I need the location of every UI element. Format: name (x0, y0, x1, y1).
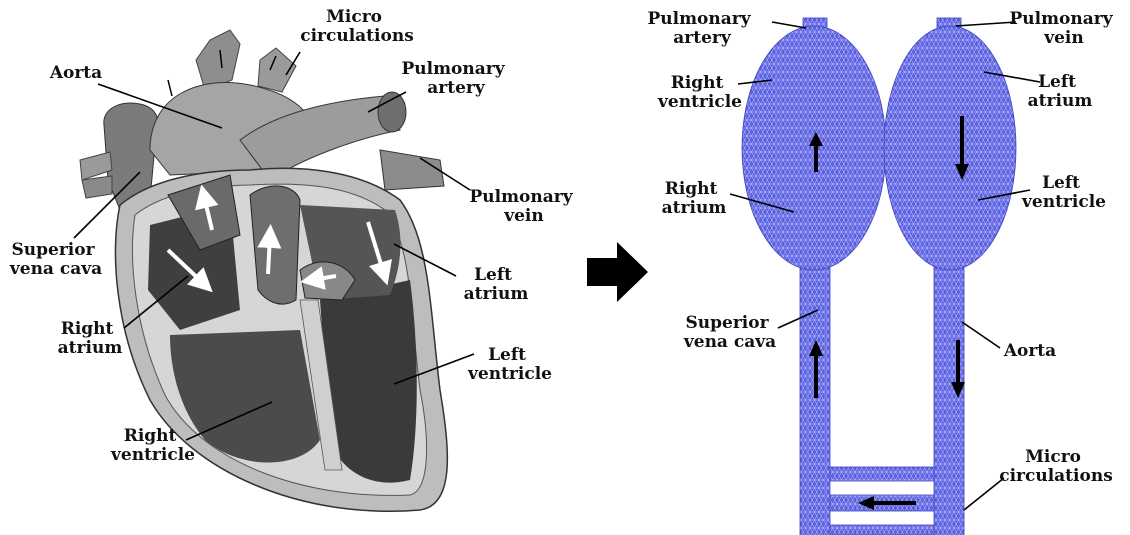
label-pulmonary-artery-1: Pulmonary (401, 59, 505, 79)
label-r-left-atrium-1: Left (1038, 72, 1076, 92)
label-pulmonary-vein-1: Pulmonary (469, 187, 573, 207)
label-pulmonary-vein-2: vein (503, 206, 544, 226)
label-r-pulmonary-artery-1: Pulmonary (647, 9, 751, 29)
mesh-micro-channel-1 (830, 467, 934, 481)
label-r-right-ventricle-1: Right (671, 73, 724, 93)
svg-text:Micro circulations: Micro circulations (300, 7, 414, 46)
svg-text:Pulmonary artery: Pulmonary artery (401, 59, 510, 98)
label-r-pulmonary-vein-1: Pulmonary (1009, 9, 1113, 29)
pulmonary-vein-vessel (380, 150, 444, 190)
label-left-ventricle-1: Left (488, 345, 526, 365)
label-r-pulmonary-artery-2: artery (673, 28, 732, 48)
svg-text:Right ventricle: Right ventricle (657, 73, 742, 112)
mesh-right-tube (934, 260, 964, 535)
mesh-micro-channel-3 (830, 525, 934, 535)
label-r-right-ventricle-2: ventricle (657, 92, 742, 112)
label-micro-circulations-1: Micro (326, 7, 382, 27)
mesh-model (742, 18, 1016, 535)
right-labels: Pulmonary artery Pulmonary vein Right ve… (647, 9, 1118, 486)
svg-text:Right atrium: Right atrium (58, 319, 123, 358)
label-left-atrium-2: atrium (464, 284, 529, 304)
svg-text:Aorta: Aorta (49, 63, 102, 83)
svg-text:Left ventricle: Left ventricle (467, 345, 552, 384)
svg-text:Left atrium: Left atrium (1028, 72, 1093, 111)
label-r-superior-vena-cava-1: Superior (686, 313, 770, 333)
svg-text:Pulmonary vein: Pulmonary vein (1009, 9, 1118, 48)
label-superior-vena-cava-2: vena cava (9, 259, 102, 279)
label-r-superior-vena-cava-2: vena cava (683, 332, 776, 352)
label-r-left-ventricle-1: Left (1042, 173, 1080, 193)
svg-text:Pulmonary vein: Pulmonary vein (469, 187, 578, 226)
label-right-atrium-2: atrium (58, 338, 123, 358)
svg-text:Superior vena cava: Superior vena cava (683, 313, 776, 352)
label-micro-circulations-2: circulations (300, 26, 414, 46)
svg-text:Superior vena cava: Superior vena cava (9, 240, 102, 279)
micro-vessel-left (196, 30, 240, 90)
transform-arrow (587, 242, 648, 302)
label-right-ventricle-1: Right (124, 426, 177, 446)
label-r-pulmonary-vein-2: vein (1043, 28, 1084, 48)
svg-text:Right atrium: Right atrium (662, 179, 727, 218)
svg-text:Left atrium: Left atrium (464, 265, 529, 304)
label-pulmonary-artery-2: artery (427, 78, 486, 98)
label-r-micro-circulations-2: circulations (999, 466, 1113, 486)
label-r-right-atrium-2: atrium (662, 198, 727, 218)
svg-text:Micro circulations: Micro circulations (999, 447, 1113, 486)
label-r-micro-circulations-1: Micro (1025, 447, 1081, 467)
svg-text:Pulmonary artery: Pulmonary artery (647, 9, 756, 48)
label-r-aorta: Aorta (1003, 341, 1056, 361)
mesh-right-chamber (884, 26, 1016, 270)
label-right-atrium-1: Right (61, 319, 114, 339)
label-r-right-atrium-1: Right (665, 179, 718, 199)
label-r-left-ventricle-2: ventricle (1021, 192, 1106, 212)
label-aorta: Aorta (49, 63, 102, 83)
label-right-ventricle-2: ventricle (110, 445, 195, 465)
label-r-left-atrium-2: atrium (1028, 91, 1093, 111)
micro-vessel-right (258, 48, 296, 92)
label-superior-vena-cava-1: Superior (12, 240, 96, 260)
svg-text:Aorta: Aorta (1003, 341, 1056, 361)
label-left-ventricle-2: ventricle (467, 364, 552, 384)
label-left-atrium-1: Left (474, 265, 512, 285)
svg-text:Left ventricle: Left ventricle (1021, 173, 1106, 212)
